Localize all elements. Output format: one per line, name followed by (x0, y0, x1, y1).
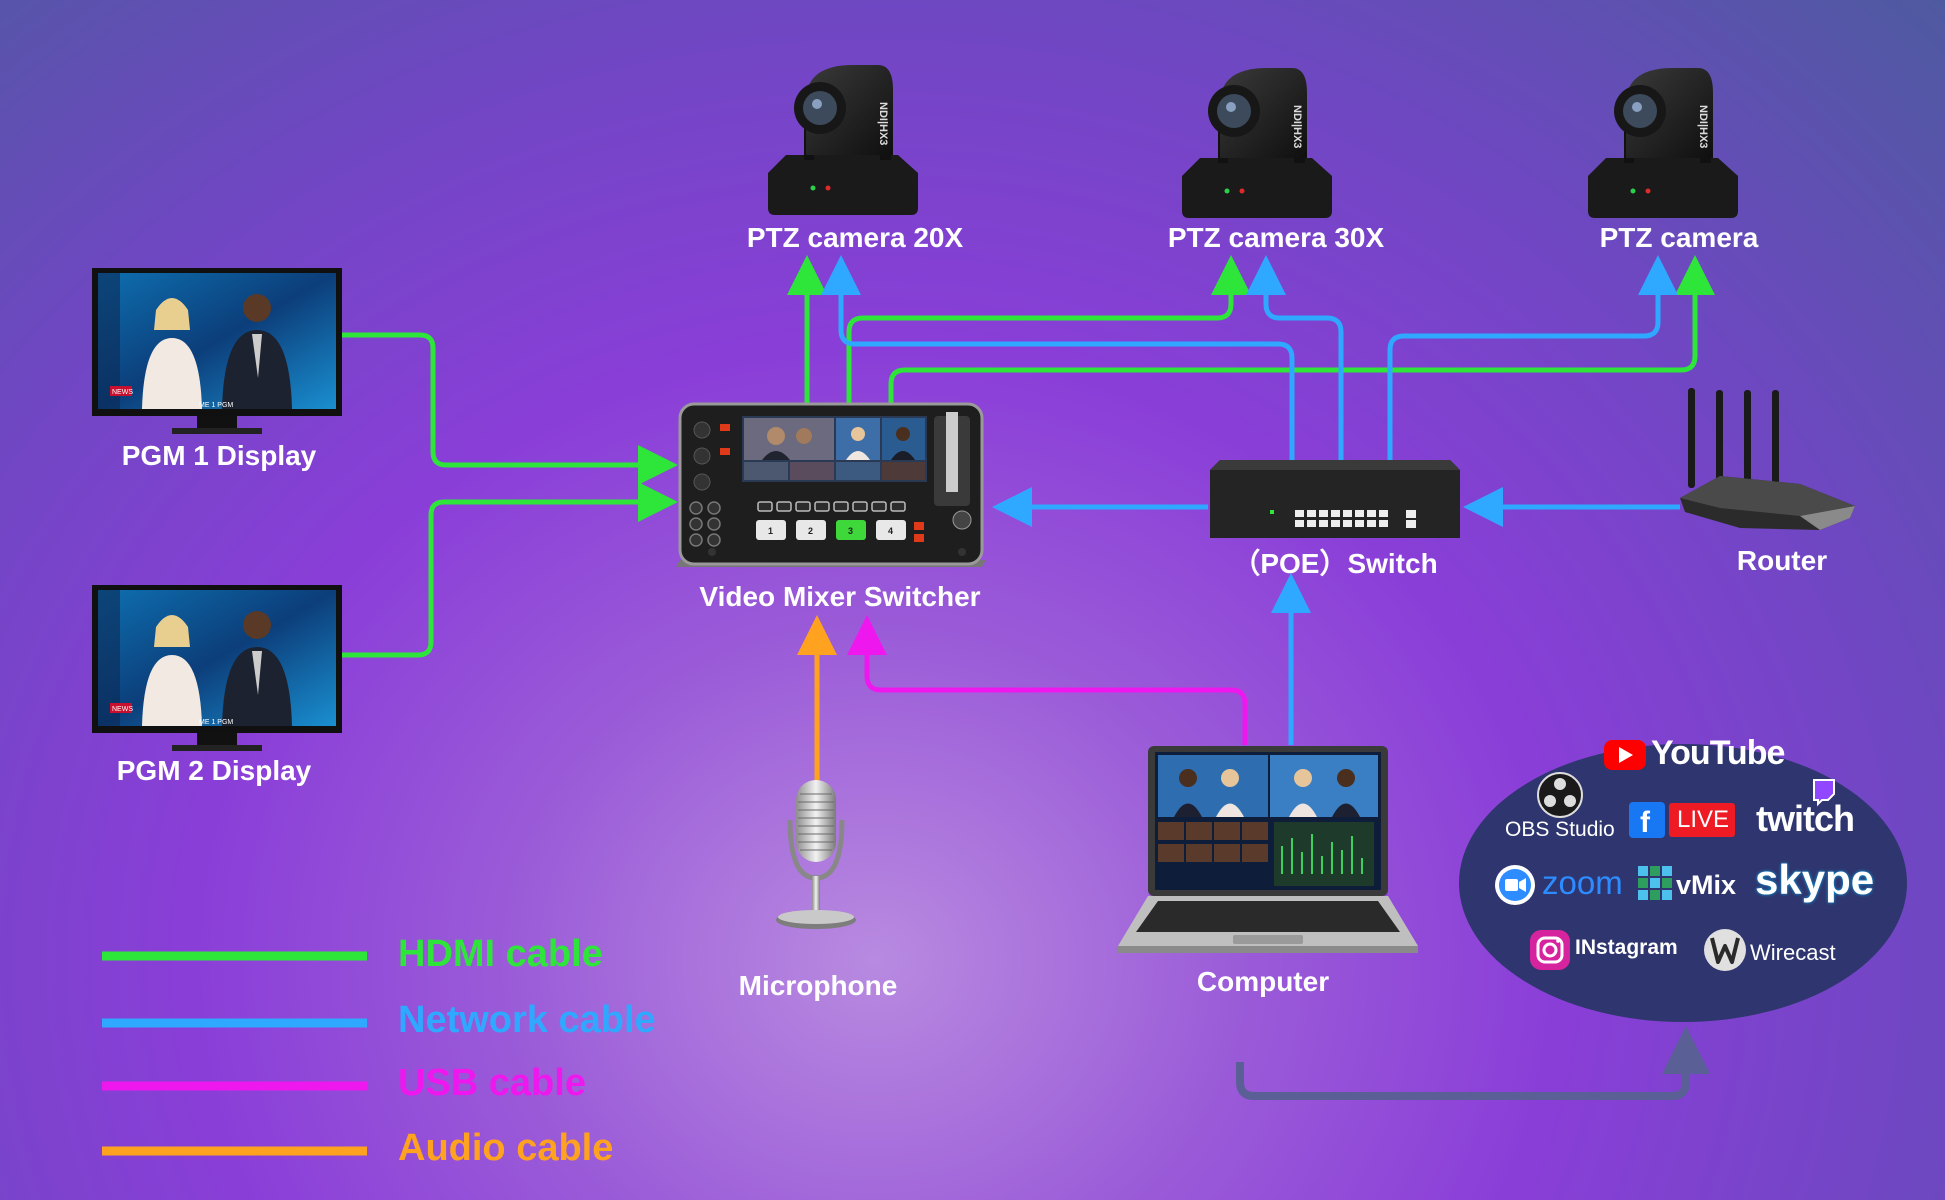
ptz-camera-20x-label: PTZ camera 20X (746, 222, 964, 253)
video-mixer-label: Video Mixer Switcher (699, 581, 981, 612)
pgm1-display-label: PGM 1 Display (121, 440, 317, 471)
vmix-icon (1638, 866, 1672, 900)
pgm2-display: NEWS ME 1 PGM (92, 585, 342, 751)
instagram-label: INstagram (1575, 936, 1678, 959)
streaming-services-bubble: f (1459, 740, 1907, 1022)
hdmi-pgm1-cable (340, 332, 678, 485)
ptz-camera-label: PTZ camera (1599, 222, 1759, 253)
hdmi-cam30x-cable (846, 255, 1251, 405)
mixer-button-3-label: 3 (848, 526, 853, 536)
poe-switch-label: （POE）Switch (1232, 548, 1438, 579)
twitch-icon (1813, 779, 1835, 807)
instagram-icon (1530, 930, 1570, 970)
camera-brand-text: NDI|HX3 (1697, 105, 1709, 148)
ptz-camera-30x: NDI|HX3 (1182, 68, 1332, 218)
pgm-tag: ME 1 PGM (199, 719, 233, 726)
net-switch-ptz-cable (1387, 255, 1678, 475)
camera-brand-text: NDI|HX3 (1291, 105, 1303, 148)
mixer-button-4-label: 4 (888, 526, 893, 536)
hdmi-pgm2-cable (340, 482, 678, 658)
computer-label: Computer (1196, 966, 1330, 997)
legend-hdmi-label: HDMI cable (398, 933, 603, 975)
poe-switch-device (1210, 460, 1460, 538)
wirecast-icon (1704, 929, 1746, 971)
ptz-camera-20x: NDI|HX3 (768, 65, 918, 215)
legend-swatches (102, 951, 367, 1156)
mixer-button-2-label: 2 (808, 526, 813, 536)
ptz-camera-30x-label: PTZ camera 30X (1167, 222, 1385, 253)
wirecast-label: Wirecast (1750, 940, 1836, 965)
camera-brand-text: NDI|HX3 (877, 102, 889, 145)
youtube-label: YouTube (1651, 734, 1785, 772)
twitch-label: twitch (1756, 798, 1855, 839)
news-badge: NEWS (112, 706, 133, 713)
legend-usb-label: USB cable (398, 1062, 586, 1104)
live-badge (1669, 803, 1735, 837)
computer-device (1118, 746, 1418, 953)
router-device (1680, 388, 1855, 530)
video-mixer-device: 1 2 3 4 (676, 402, 986, 567)
microphone-device (776, 780, 856, 929)
pgm2-display-label: PGM 2 Display (116, 755, 312, 786)
pgm1-display: NEWS ME 1 PGM (92, 268, 342, 434)
net-switch-cam20x-cable (821, 255, 1295, 475)
computer-streaming-arrow (1236, 1026, 1710, 1100)
pgm-tag: ME 1 PGM (199, 402, 233, 409)
skype-label: skype (1755, 856, 1875, 903)
facebook-live-label: LIVE (1677, 806, 1730, 833)
legend-audio-label: Audio cable (398, 1127, 614, 1169)
legend-network-label: Network cable (398, 999, 656, 1041)
router-label: Router (1736, 545, 1828, 576)
hdmi-cables (340, 255, 1715, 658)
ptz-camera-generic: NDI|HX3 (1588, 68, 1738, 218)
obs-label: OBS Studio (1505, 818, 1615, 841)
svg-text:f: f (1640, 806, 1651, 839)
net-switch-cam30x-cable (1246, 255, 1344, 475)
obs-icon (1537, 772, 1583, 818)
usb-computer-mixer-cable (847, 615, 1248, 745)
microphone-label: Microphone (738, 970, 898, 1001)
network-cables (821, 255, 1680, 745)
news-badge: NEWS (112, 389, 133, 396)
mixer-button-1-label: 1 (768, 526, 773, 536)
vmix-label: vMix (1676, 870, 1737, 900)
facebook-icon (1629, 802, 1665, 838)
zoom-icon (1495, 865, 1535, 905)
zoom-label: zoom (1542, 864, 1623, 901)
